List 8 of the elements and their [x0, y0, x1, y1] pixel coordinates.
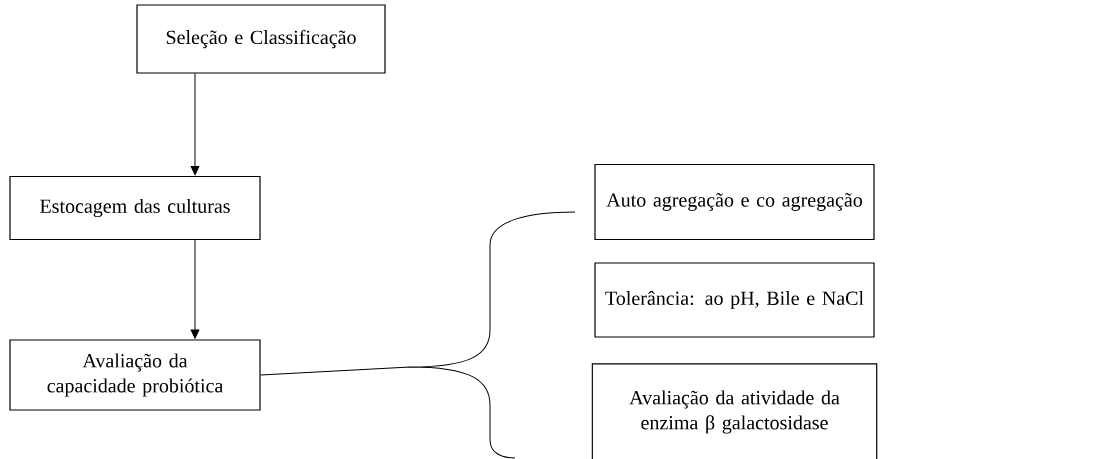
process-box: Auto agregação e co agregação — [594, 163, 875, 241]
arrow — [190, 73, 200, 176]
arrow — [190, 239, 200, 339]
process-box: Tolerância: ao pH, Bile e NaCl — [594, 262, 875, 338]
process-box: Avaliação da capacidade probiótica — [9, 339, 261, 411]
process-box: Estocagem das culturas — [9, 175, 261, 241]
process-box: Avaliação da atividade da enzima β galactosidase — [591, 363, 878, 459]
process-box: Seleção e Classificação — [136, 4, 386, 74]
